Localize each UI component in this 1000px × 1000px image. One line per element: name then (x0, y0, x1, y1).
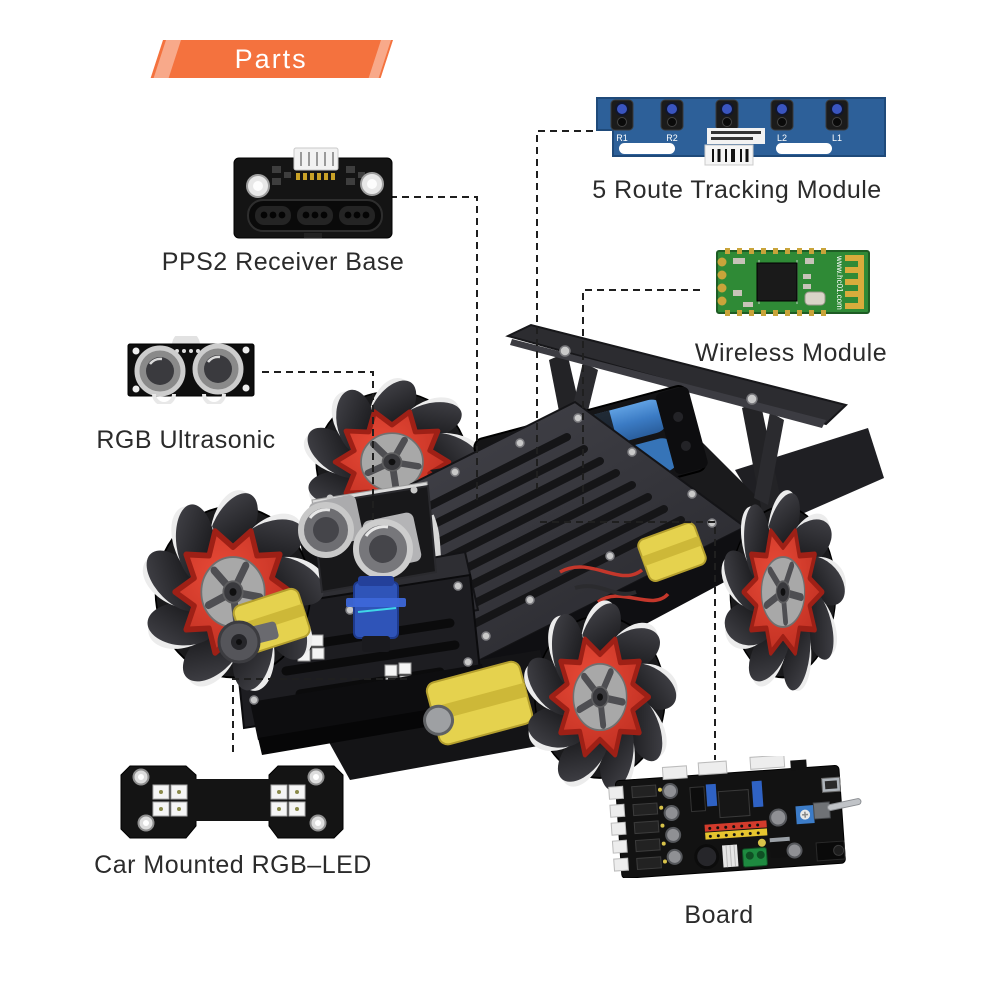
connector-ultrasonic (262, 371, 374, 524)
board-photo (608, 756, 862, 878)
label-pps2-receiver-base: PPS2 Receiver Base (161, 248, 405, 276)
connector-tracking (536, 130, 593, 489)
tracking-module-photo: R1 R2 L2 L1 (596, 97, 886, 166)
connector-wireless (582, 289, 700, 505)
label-rgb-ultrasonic: RGB Ultrasonic (96, 426, 276, 454)
connector-board (540, 521, 716, 760)
motor-front-right (423, 660, 534, 746)
wireless-module-photo: www.hc01.com (716, 248, 870, 316)
parts-banner: Parts (150, 40, 393, 78)
sensor-label-l2: L2 (777, 133, 787, 143)
motor-rear-right (637, 522, 707, 582)
label-board: Board (684, 901, 754, 929)
sensor-label-l1: L1 (832, 133, 842, 143)
motor-connectors (608, 785, 630, 872)
banner-title: Parts (235, 43, 309, 74)
screw-holes (132, 768, 327, 832)
label-tracking-module: 5 Route Tracking Module (592, 176, 882, 204)
wireless-pcb-text: www.hc01.com (835, 255, 844, 310)
car-led-module-photo (120, 765, 344, 839)
ir-sensors (610, 99, 849, 131)
connector-led (232, 678, 407, 757)
pps2-receiver-photo (233, 147, 393, 239)
motor-front-left (217, 587, 311, 664)
spoiler (505, 323, 849, 512)
connector-pps2 (390, 196, 478, 500)
sensor-label-r2: R2 (666, 133, 678, 143)
antenna-trace (845, 255, 864, 309)
rgb-ultrasonic-photo (127, 336, 255, 404)
label-car-mounted-rgb-led: Car Mounted RGB–LED (94, 851, 372, 879)
connector-lines (232, 130, 716, 760)
sensor-label-r1: R1 (616, 133, 628, 143)
ultrasonic-sensor-on-car (298, 481, 438, 594)
label-wireless-module: Wireless Module (694, 339, 888, 367)
power-switch-lever (827, 798, 862, 811)
servo-motor (346, 576, 406, 652)
